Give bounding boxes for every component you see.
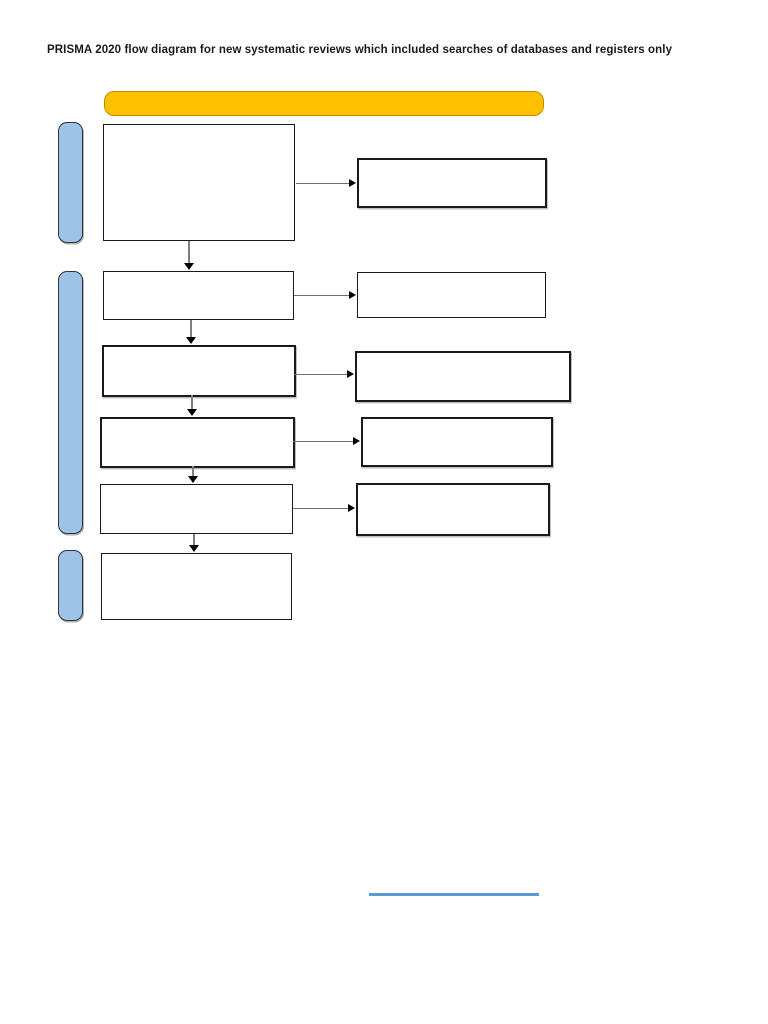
flow-box-4	[100, 417, 295, 468]
arrow-head-icon	[353, 437, 360, 445]
side-box-4	[361, 417, 553, 467]
arrow-head-icon	[349, 291, 356, 299]
arrow-right-icon	[294, 291, 356, 300]
banner-bar	[104, 91, 544, 116]
side-box-2	[357, 272, 546, 318]
side-box-1	[357, 158, 547, 208]
arrow-head-icon	[188, 476, 198, 483]
arrow-line	[191, 395, 193, 410]
side-box-3	[355, 351, 571, 402]
arrow-line	[188, 241, 190, 264]
arrow-line	[293, 508, 349, 510]
arrow-line	[293, 441, 354, 443]
flow-box-2	[103, 271, 294, 320]
arrow-head-icon	[348, 504, 355, 512]
page-title: PRISMA 2020 flow diagram for new systema…	[47, 44, 673, 56]
hyperlink-underline[interactable]	[369, 893, 539, 896]
flow-box-1	[103, 124, 295, 241]
stage-bar-included	[58, 550, 83, 621]
flow-box-5	[100, 484, 293, 534]
arrow-down-icon	[186, 320, 196, 344]
arrow-head-icon	[186, 337, 196, 344]
stage-bar-screening	[58, 271, 83, 534]
arrow-head-icon	[187, 409, 197, 416]
arrow-head-icon	[184, 263, 194, 270]
arrow-right-icon	[294, 370, 354, 379]
arrow-line	[294, 374, 348, 376]
arrow-head-icon	[349, 179, 356, 187]
arrow-right-icon	[296, 179, 356, 188]
stage-bar-identification	[58, 122, 83, 243]
flow-box-3	[102, 345, 296, 397]
arrow-line	[296, 183, 350, 185]
arrow-down-icon	[187, 395, 197, 416]
side-box-5	[356, 483, 550, 536]
arrow-line	[193, 534, 195, 546]
arrow-head-icon	[189, 545, 199, 552]
flow-box-6	[101, 553, 292, 620]
arrow-right-icon	[293, 437, 360, 446]
arrow-line	[294, 295, 350, 297]
arrow-right-icon	[293, 504, 355, 513]
arrow-head-icon	[347, 370, 354, 378]
arrow-down-icon	[189, 534, 199, 552]
arrow-down-icon	[188, 466, 198, 483]
arrow-down-icon	[184, 241, 194, 270]
arrow-line	[190, 320, 192, 338]
arrow-line	[192, 466, 194, 477]
